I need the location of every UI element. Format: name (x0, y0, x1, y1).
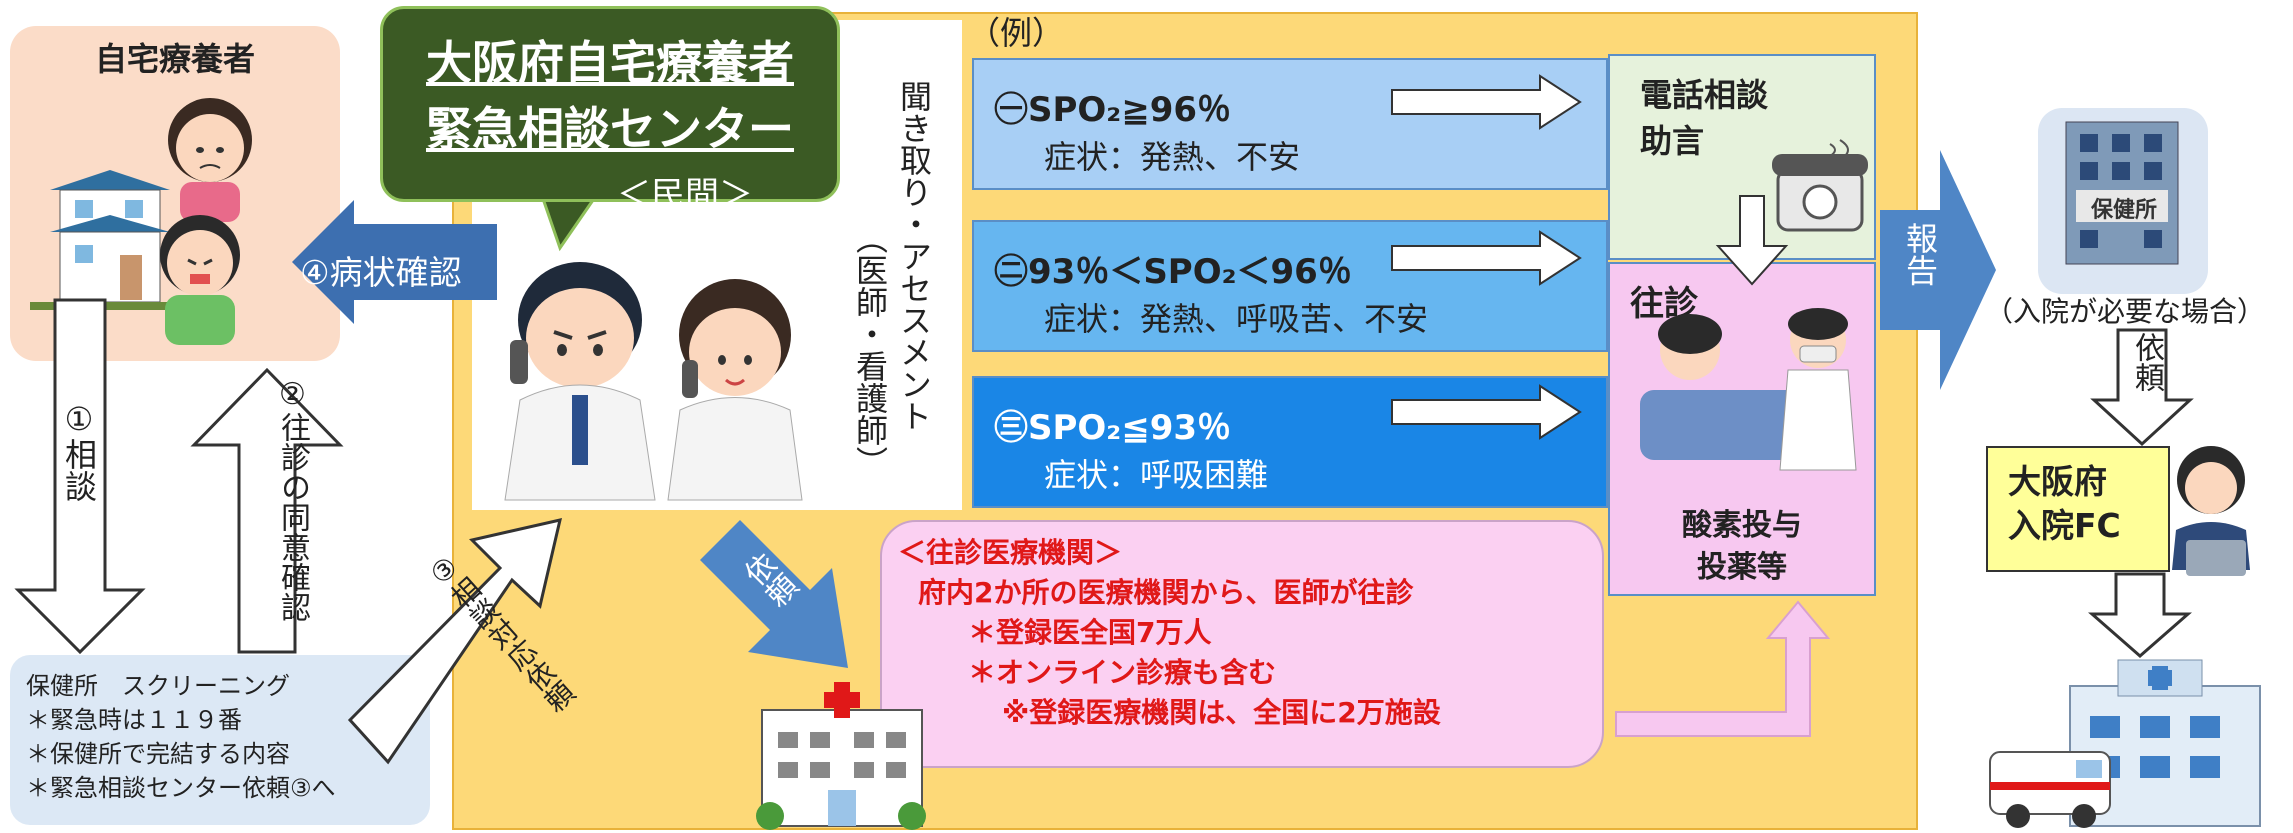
visit-line1: 酸素投与 (1682, 508, 1802, 543)
center-request-arrow (700, 520, 848, 668)
screening-box: 保健所 スクリーニング ＊緊急時は１１９番 ＊保健所で完結する内容 ＊緊急相談セ… (10, 655, 430, 825)
screening-line2: ＊緊急時は１１９番 (26, 706, 242, 734)
request-label: 依頼 (2129, 332, 2164, 392)
fc-to-hospital-arrow (2088, 572, 2192, 658)
step1-arrow-down (14, 298, 146, 655)
case1-arrow (1391, 74, 1582, 130)
medical-line2: ＊登録医全国7万人 (968, 616, 1212, 649)
case1-criteria: SPO₂≧96％ (1028, 90, 1232, 130)
case-arrows (1391, 74, 1582, 440)
doctors-illustration (504, 262, 803, 501)
center-title-line2: 緊急相談センター (426, 102, 794, 156)
medical-to-visit-arrow (1615, 600, 1831, 737)
hospital-right-illustration (1989, 659, 2261, 828)
screening-line1: 保健所 スクリーニング (26, 672, 290, 700)
patient-title: 自宅療養者 (94, 40, 255, 78)
step2-label: ②往診の同意確認 (275, 377, 310, 622)
patient-illustration (30, 98, 252, 345)
medical-institution-box: ＜往診医療機関＞ 府内2か所の医療機関から、医師が往診 ＊登録医全国7万人 ＊オ… (880, 520, 1604, 768)
center-title-box: 大阪府自宅療養者 緊急相談センター ＜民間＞ (380, 6, 840, 215)
screening-line4: ＊緊急相談センター依頼③へ (26, 774, 336, 802)
medical-line4: ※登録医療機関は、全国に2万施設 (1002, 696, 1441, 729)
telephone-icon (1772, 139, 1868, 232)
case-box-3: ㊂SPO₂≦93％ 症状：呼吸困難 (972, 376, 1608, 508)
house-icon (30, 170, 210, 310)
assessment-main: 聞き取り・アセスメント (895, 80, 933, 432)
hokenjo-note: （入院が必要な場合） (1984, 295, 2265, 328)
hokenjo-building-icon (2065, 121, 2179, 265)
screening-line3: ＊保健所で完結する内容 (26, 740, 290, 768)
fc-box: 大阪府 入院FC (1986, 446, 2170, 572)
case2-marker: ㊁ (994, 252, 1028, 292)
bed-icon (1640, 390, 1800, 460)
center-subtitle: ＜民間＞ (617, 175, 753, 215)
case2-symptoms: 症状：発熱、呼吸苦、不安 (1044, 300, 1429, 338)
worried-woman-icon (168, 98, 252, 222)
step1-label: ①相談 (60, 400, 98, 502)
male-doctor-icon (504, 262, 656, 501)
medical-line3: ＊オンライン診療も含む (968, 656, 1277, 689)
case3-criteria: SPO₂≦93％ (1028, 408, 1232, 448)
request-arrow-down (2090, 328, 2194, 447)
operator-icon (2172, 446, 2250, 576)
case2-criteria: 93％＜SPO₂＜96％ (1028, 252, 1352, 292)
fc-line2: 入院FC (2008, 506, 2121, 545)
ambulance-icon (1989, 751, 2111, 828)
case-box-1: ㊀SPO₂≧96％ 症状：発熱、不安 (972, 58, 1608, 190)
case3-marker: ㊂ (994, 408, 1028, 448)
medical-title: ＜往診医療機関＞ (898, 536, 1123, 569)
report-label: 報告 (1901, 222, 1939, 286)
visit-line2: 投薬等 (1697, 550, 1787, 585)
female-doctor-icon (667, 279, 803, 501)
case1-symptoms: 症状：発熱、不安 (1044, 138, 1301, 176)
step4-arrow (292, 200, 497, 324)
medical-line1: 府内2か所の医療機関から、医師が往診 (918, 576, 1414, 609)
step4-label: ④病状確認 (300, 253, 462, 292)
fc-line1: 大阪府 (2008, 462, 2107, 501)
step-arrows (14, 298, 344, 655)
step2-arrow-up (190, 367, 344, 654)
case1-marker: ㊀ (994, 90, 1028, 130)
clinic-icon (756, 682, 926, 830)
hokenjo-sign: 保健所 (2090, 198, 2157, 223)
case3-symptoms: 症状：呼吸困難 (1044, 456, 1269, 494)
report-arrow (1880, 150, 1996, 390)
case3-arrow (1391, 384, 1582, 440)
center-title-line1: 大阪府自宅療養者 (426, 36, 794, 90)
example-label: （例） (968, 14, 1065, 52)
phone-line1: 電話相談 (1640, 76, 1769, 114)
case2-arrow (1391, 230, 1582, 286)
case-box-2: ㊁93％＜SPO₂＜96％ 症状：発熱、呼吸苦、不安 (972, 220, 1608, 352)
assessment-sub: （医師・看護師） (851, 222, 889, 478)
step3-arrow (347, 518, 563, 765)
home-visit-illustration (1640, 308, 1857, 471)
sick-man-icon (160, 215, 240, 345)
phone-to-visit-arrow (1715, 195, 1789, 286)
phone-line2: 助言 (1640, 122, 1705, 160)
